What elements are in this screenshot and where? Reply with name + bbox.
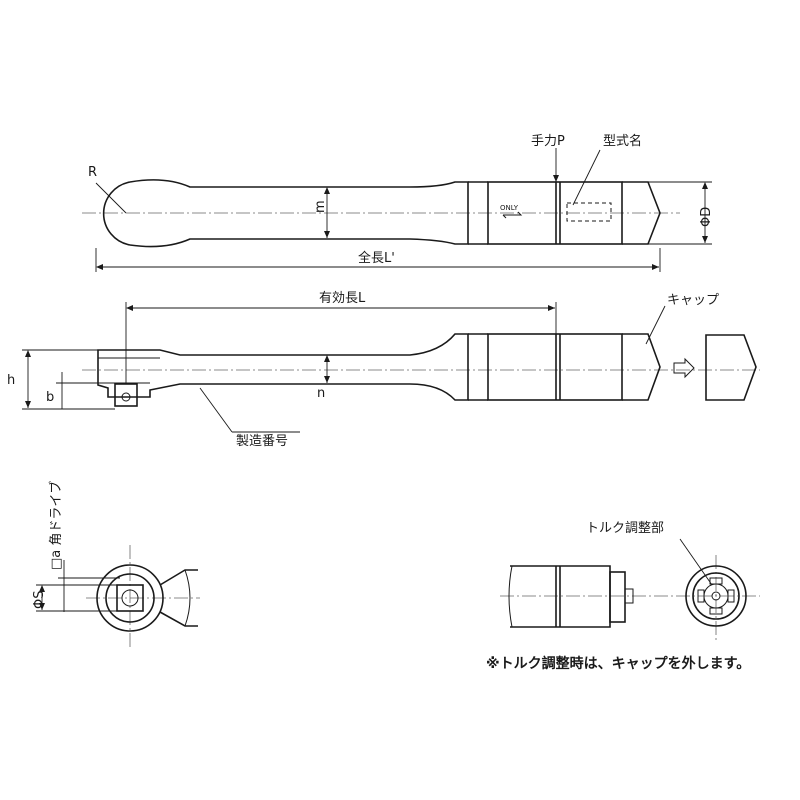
diameter-s-label: ΦS xyxy=(32,591,47,609)
model-name-label: 型式名 xyxy=(603,133,642,149)
square-drive-label: □a 角ドライブ xyxy=(48,481,64,570)
cap-label: キャップ xyxy=(667,293,719,308)
diameter-d-label: ΦD xyxy=(699,207,714,227)
radius-label: R xyxy=(88,165,97,180)
height-b-label: b xyxy=(46,390,54,405)
height-h-label: h xyxy=(7,373,15,388)
serial-number-label: 製造番号 xyxy=(236,434,288,449)
removal-arrow-icon xyxy=(673,357,695,379)
hand-force-label: 手力P xyxy=(531,134,565,149)
effective-length-label: 有効長L xyxy=(319,291,366,306)
top-view: ONLY R m 手力P 型式名 ΦD 全長L' xyxy=(82,133,714,272)
grip-detail-view: トルク調整部 ※トルク調整時は、キャップを外します。 xyxy=(486,521,760,672)
width-m-label: m xyxy=(313,200,328,213)
only-label: ONLY xyxy=(500,204,519,212)
direction-arrow-icon xyxy=(502,211,523,219)
side-view: 有効長L キャップ h b n 製造番号 xyxy=(7,291,760,449)
thickness-n-label: n xyxy=(317,386,325,401)
cap-removal-note: ※トルク調整時は、キャップを外します。 xyxy=(486,655,750,672)
head-end-view: ΦS □a 角ドライブ xyxy=(32,481,200,650)
torque-adjust-label: トルク調整部 xyxy=(586,521,664,536)
overall-length-label: 全長L' xyxy=(358,250,395,266)
